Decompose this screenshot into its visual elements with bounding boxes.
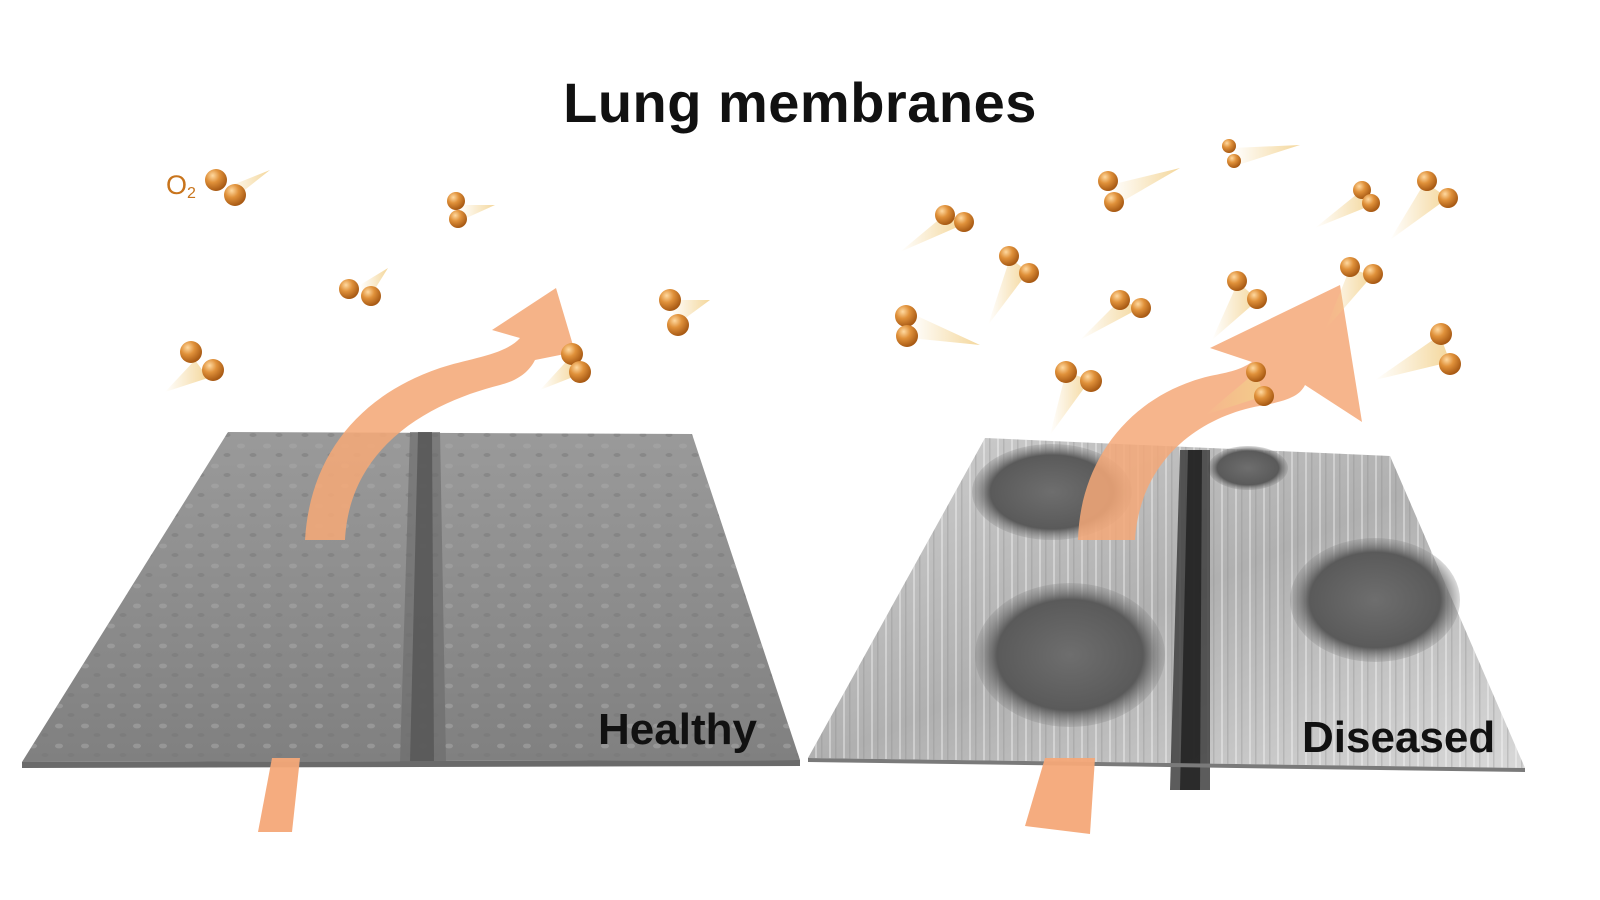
- healthy-label: Healthy: [598, 705, 757, 754]
- o2-molecule: [895, 305, 980, 347]
- o2-molecule: [1325, 257, 1383, 330]
- incoming-arrow-diseased: [1025, 758, 1095, 834]
- o2-symbol: O: [166, 170, 188, 200]
- healthy-membrane: [22, 432, 800, 768]
- o2-molecule: [540, 343, 591, 390]
- o2-molecule: [988, 246, 1039, 325]
- transfer-arrow-diseased: [1078, 285, 1362, 540]
- o2-molecule: [205, 169, 270, 206]
- o2-molecule: [1050, 361, 1102, 435]
- o2-subscript: 2: [187, 185, 196, 202]
- o2-molecule: [165, 341, 224, 392]
- o2-molecule: [1098, 168, 1180, 212]
- diseased-label: Diseased: [1302, 713, 1496, 762]
- o2-molecule: [1390, 171, 1458, 240]
- page-title: Lung membranes: [563, 71, 1037, 134]
- o2-legend-label: O2: [166, 170, 196, 203]
- incoming-arrow-healthy: [258, 758, 300, 832]
- o2-molecules-healthy: [165, 169, 710, 392]
- o2-molecule: [1212, 271, 1267, 340]
- o2-molecule: [447, 192, 495, 228]
- diseased-membrane: [808, 438, 1525, 790]
- o2-molecule: [1222, 139, 1300, 168]
- o2-molecule: [900, 205, 974, 252]
- o2-molecule: [659, 289, 710, 336]
- o2-molecule: [1205, 362, 1274, 415]
- o2-molecule: [339, 268, 388, 306]
- o2-molecule: [1315, 181, 1380, 228]
- o2-molecule: [1080, 290, 1151, 340]
- o2-molecules-diseased: [895, 139, 1461, 435]
- transfer-arrow-healthy: [305, 288, 575, 540]
- o2-molecule: [1375, 323, 1461, 380]
